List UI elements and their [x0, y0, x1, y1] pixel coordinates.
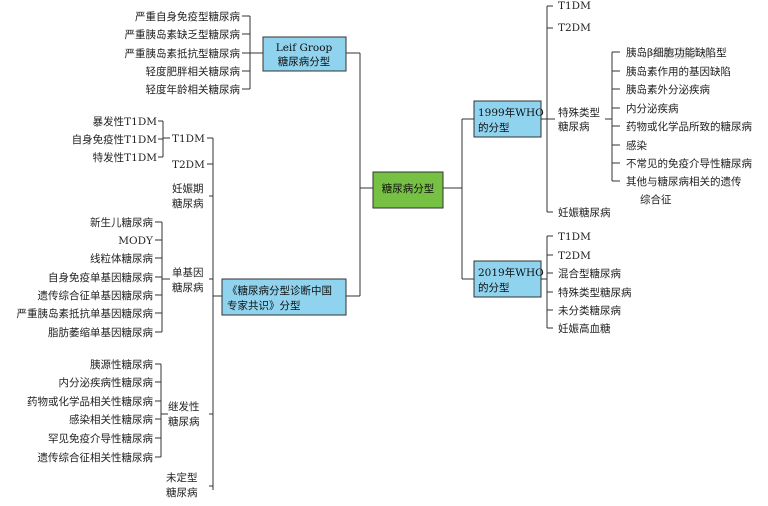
leif-title-line2: 糖尿病分型	[278, 55, 331, 68]
leif-node: Leif Groop 糖尿病分型	[262, 36, 347, 72]
leif-item: 轻度年龄相关糖尿病	[146, 83, 241, 96]
connector-lines	[155, 5, 620, 490]
monogenic-item: 新生儿糖尿病	[90, 216, 153, 229]
special-item: 胰岛素作用的基因缺陷	[626, 65, 731, 78]
who2019-node: 2019年WHO 的分型	[473, 260, 544, 298]
special-item: 胰岛素外分泌疾病	[626, 83, 710, 96]
leif-item: 严重自身免疫型糖尿病	[135, 10, 240, 23]
root-label: 糖尿病分型	[382, 182, 435, 195]
consensus-gestational-line1: 妊娠期	[172, 182, 204, 195]
who1999-special-line2: 糖尿病	[558, 120, 590, 133]
secondary-item: 胰源性糖尿病	[90, 358, 153, 371]
secondary-item: 罕见免疫介导性糖尿病	[48, 432, 153, 445]
watermark: 中华医学会	[647, 46, 714, 62]
t1dm-item: 暴发性T1DM	[93, 115, 158, 128]
who2019-item: 特殊类型糖尿病	[558, 286, 632, 299]
monogenic-item: 严重胰岛素抵抗单基因糖尿病	[17, 307, 154, 320]
who2019-title-line1: 2019年WHO	[478, 266, 544, 279]
consensus-secondary-line1: 继发性	[168, 400, 200, 413]
special-item: 综合征	[640, 193, 672, 206]
who1999-node: 1999年WHO 的分型	[473, 100, 544, 138]
leif-item: 严重胰岛素缺乏型糖尿病	[125, 28, 241, 41]
who2019-title-line2: 的分型	[478, 281, 510, 294]
consensus-t1dm: T1DM	[172, 133, 205, 145]
who2019-item: T2DM	[558, 250, 591, 262]
special-item: 内分泌疾病	[626, 102, 679, 115]
consensus-gestational-line2: 糖尿病	[172, 197, 204, 210]
monogenic-item: 自身免疫单基因糖尿病	[48, 271, 153, 284]
who1999-t2dm: T2DM	[558, 22, 591, 34]
secondary-item: 遗传综合征相关性糖尿病	[38, 451, 154, 464]
leif-item: 严重胰岛素抵抗型糖尿病	[125, 47, 241, 60]
secondary-item: 感染相关性糖尿病	[69, 413, 153, 426]
who1999-gestational: 妊娠糖尿病	[558, 206, 611, 219]
who2019-item: 未分类糖尿病	[558, 304, 621, 317]
who1999-t1dm: T1DM	[558, 0, 591, 12]
consensus-title-line2: 专家共识》分型	[227, 299, 301, 312]
who1999-title-line2: 的分型	[478, 121, 510, 134]
special-item: 药物或化学品所致的糖尿病	[626, 120, 752, 133]
secondary-item: 药物或化学品相关性糖尿病	[27, 395, 153, 408]
consensus-title-line1: 《糖尿病分型诊断中国	[227, 284, 332, 297]
consensus-monogenic-line1: 单基因	[172, 266, 204, 279]
consensus-undetermined-line2: 糖尿病	[166, 486, 198, 499]
monogenic-item: 脂肪萎缩单基因糖尿病	[48, 326, 153, 339]
who2019-item: T1DM	[558, 231, 591, 243]
special-item: 不常见的免疫介导性糖尿病	[626, 157, 752, 170]
special-item: 其他与糖尿病相关的遗传	[626, 175, 742, 188]
leif-item: 轻度肥胖相关糖尿病	[146, 65, 241, 78]
root-node: 糖尿病分型	[372, 171, 444, 209]
consensus-secondary-line2: 糖尿病	[168, 415, 200, 428]
monogenic-item: 遗传综合征单基因糖尿病	[38, 289, 154, 302]
consensus-node: 《糖尿病分型诊断中国 专家共识》分型	[221, 278, 347, 316]
who1999-title-line1: 1999年WHO	[478, 106, 544, 119]
consensus-monogenic-line2: 糖尿病	[172, 281, 204, 294]
t1dm-item: 特发性T1DM	[93, 151, 158, 164]
monogenic-item: MODY	[118, 235, 154, 247]
consensus-t2dm: T2DM	[172, 159, 205, 171]
who1999-special-line1: 特殊类型	[558, 106, 600, 119]
leif-title-line1: Leif Groop	[276, 42, 333, 54]
special-item: 感染	[626, 139, 647, 152]
who2019-item: 混合型糖尿病	[558, 267, 621, 280]
monogenic-item: 线粒体糖尿病	[90, 252, 153, 265]
consensus-undetermined-line1: 未定型	[166, 471, 198, 484]
secondary-item: 内分泌疾病性糖尿病	[59, 376, 154, 389]
t1dm-item: 自身免疫性T1DM	[72, 133, 158, 146]
who2019-item: 妊娠高血糖	[558, 322, 611, 335]
special-item: 胰岛β细胞功能缺陷型	[626, 46, 727, 59]
